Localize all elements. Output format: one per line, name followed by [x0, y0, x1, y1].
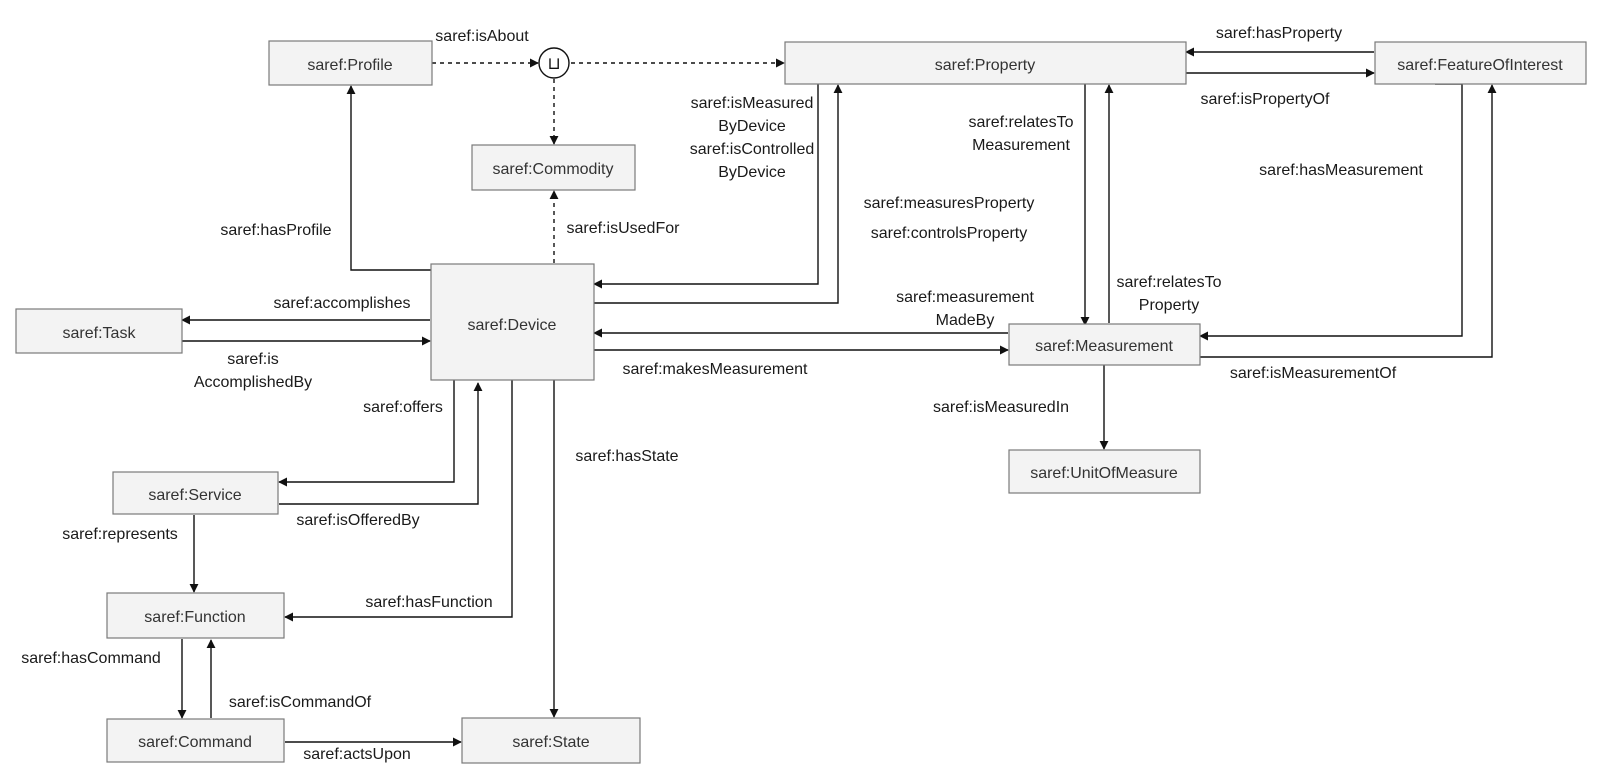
node-property-label: saref:Property — [935, 57, 1035, 74]
union-circle — [538, 47, 570, 79]
node-profile-label: saref:Profile — [307, 57, 392, 74]
node-command[interactable]: saref:Command — [106, 718, 285, 763]
node-commodity[interactable]: saref:Commodity — [471, 144, 636, 191]
edge-is-offered-by — [279, 382, 483, 505]
edge-has-measurement — [1199, 83, 1463, 341]
label-is-measured-by-device-1: saref:isMeasured — [691, 95, 814, 112]
label-accomplishes: saref:accomplishes — [274, 295, 411, 312]
label-has-profile: saref:hasProfile — [220, 222, 331, 239]
label-makes-measurement: saref:makesMeasurement — [623, 361, 809, 378]
label-offers: saref:offers — [363, 399, 443, 416]
union-node: ⊔ — [538, 47, 570, 79]
node-measurement[interactable]: saref:Measurement — [1008, 323, 1201, 366]
node-service-label: saref:Service — [148, 487, 241, 504]
label-is-measured-by-device-2: ByDevice — [718, 118, 786, 135]
label-is-accomplished-by-1: saref:is — [227, 351, 279, 368]
node-device-label: saref:Device — [468, 317, 557, 334]
label-is-accomplished-by-2: AccomplishedBy — [194, 374, 312, 391]
label-is-about: saref:isAbout — [435, 28, 529, 45]
node-feature-of-interest[interactable]: saref:FeatureOfInterest — [1374, 41, 1587, 85]
edge-measures-property — [594, 84, 843, 304]
label-relates-to-measurement-1: saref:relatesTo — [969, 114, 1074, 131]
node-task[interactable]: saref:Task — [15, 308, 183, 354]
label-acts-upon: saref:actsUpon — [303, 746, 411, 763]
label-is-measured-in: saref:isMeasuredIn — [933, 399, 1069, 416]
label-has-command: saref:hasCommand — [21, 650, 161, 667]
node-feature-of-interest-label: saref:FeatureOfInterest — [1397, 57, 1563, 74]
node-property[interactable]: saref:Property — [784, 41, 1187, 85]
label-relates-to-property-2: Property — [1139, 297, 1199, 314]
label-is-measurement-of: saref:isMeasurementOf — [1230, 365, 1397, 382]
node-function-label: saref:Function — [144, 609, 245, 626]
union-symbol: ⊔ — [547, 54, 560, 74]
label-has-measurement: saref:hasMeasurement — [1259, 162, 1423, 179]
label-measures-property: saref:measuresProperty — [864, 195, 1035, 212]
edge-is-measurement-of — [1200, 84, 1497, 358]
label-is-controlled-by-device-1: saref:isControlled — [690, 141, 815, 158]
label-has-property: saref:hasProperty — [1216, 25, 1342, 42]
label-represents: saref:represents — [62, 526, 178, 543]
node-state-label: saref:State — [512, 734, 589, 751]
node-unit-of-measure[interactable]: saref:UnitOfMeasure — [1008, 449, 1201, 494]
label-controls-property: saref:controlsProperty — [871, 225, 1028, 242]
node-unit-of-measure-label: saref:UnitOfMeasure — [1030, 465, 1178, 482]
node-device[interactable]: saref:Device — [430, 263, 595, 381]
node-command-label: saref:Command — [138, 734, 252, 751]
label-relates-to-measurement-2: Measurement — [972, 137, 1070, 154]
node-service[interactable]: saref:Service — [112, 471, 279, 515]
label-measurement-made-by-1: saref:measurement — [896, 289, 1034, 306]
label-is-controlled-by-device-2: ByDevice — [718, 164, 786, 181]
edges — [177, 47, 1497, 747]
node-measurement-label: saref:Measurement — [1035, 338, 1173, 355]
edge-is-measured-by-device — [593, 84, 819, 289]
node-profile[interactable]: saref:Profile — [268, 40, 433, 86]
label-measurement-made-by-2: MadeBy — [936, 312, 995, 329]
label-is-offered-by: saref:isOfferedBy — [296, 512, 419, 529]
node-state[interactable]: saref:State — [461, 717, 641, 764]
edge-has-profile — [346, 85, 432, 271]
label-is-property-of: saref:isPropertyOf — [1201, 91, 1330, 108]
edge-offers — [278, 380, 455, 487]
label-is-command-of: saref:isCommandOf — [229, 694, 372, 711]
label-has-function: saref:hasFunction — [365, 594, 492, 611]
label-relates-to-property-1: saref:relatesTo — [1117, 274, 1222, 291]
node-commodity-label: saref:Commodity — [493, 161, 614, 178]
node-task-label: saref:Task — [63, 325, 137, 342]
node-function[interactable]: saref:Function — [106, 592, 285, 639]
edge-labels: saref:isAbout saref:hasProperty saref:is… — [21, 25, 1423, 763]
label-has-state: saref:hasState — [575, 448, 678, 465]
label-is-used-for: saref:isUsedFor — [567, 220, 681, 237]
edge-has-function — [284, 380, 513, 622]
